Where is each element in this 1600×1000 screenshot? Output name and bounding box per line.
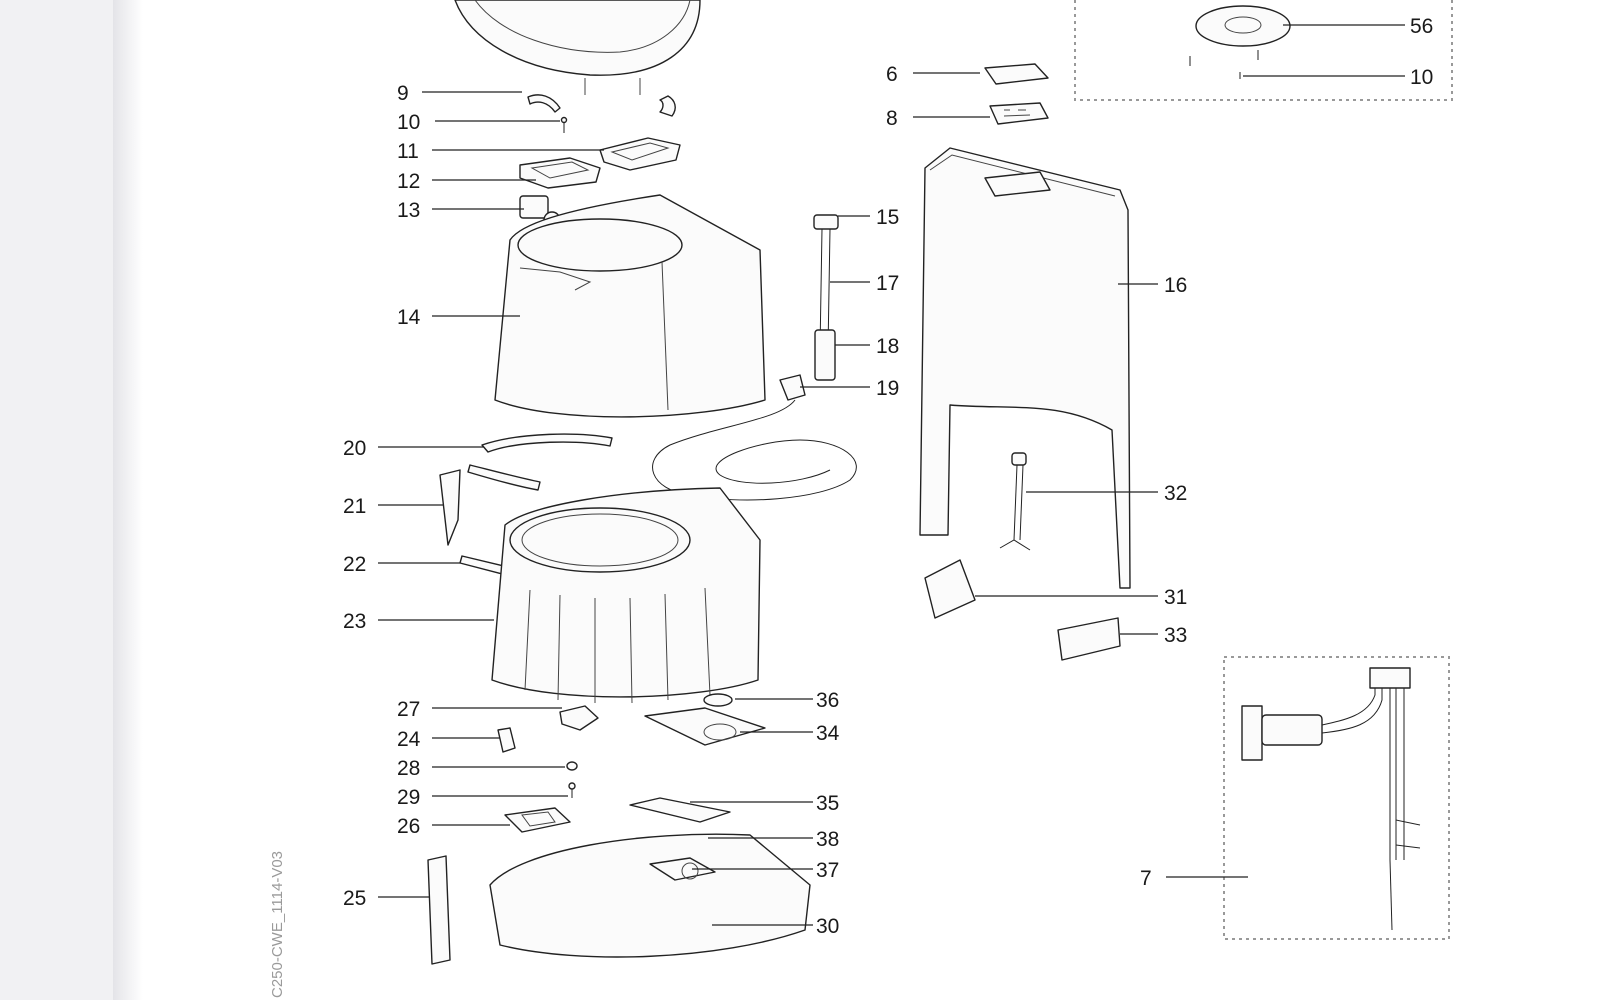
hinge-parts bbox=[527, 94, 676, 133]
callout-22: 22 bbox=[343, 553, 366, 576]
callout-15: 15 bbox=[876, 206, 899, 229]
callout-34: 34 bbox=[816, 722, 840, 745]
side-latch-part bbox=[439, 469, 461, 546]
callout-32: 32 bbox=[1164, 482, 1187, 505]
holding-tank-part bbox=[491, 487, 761, 704]
callout-8: 8 bbox=[886, 107, 898, 130]
callout-33: 33 bbox=[1164, 624, 1187, 647]
callout-20: 20 bbox=[343, 437, 366, 460]
callout-35: 35 bbox=[816, 792, 839, 815]
callout-19: 19 bbox=[876, 377, 899, 400]
callout-16: 16 bbox=[1164, 274, 1187, 297]
callout-21: 21 bbox=[343, 495, 366, 518]
page-gutter bbox=[0, 0, 113, 1000]
panel-clip-part bbox=[1057, 617, 1121, 661]
callout-9: 9 bbox=[397, 82, 409, 105]
cabinet-panel-part bbox=[919, 147, 1131, 589]
drain-lever-part bbox=[427, 855, 451, 965]
callout-56: 56 bbox=[1410, 15, 1433, 38]
callout-12: 12 bbox=[397, 170, 420, 193]
cover-plate-parts bbox=[644, 693, 766, 746]
callout-37: 37 bbox=[816, 859, 839, 882]
inset-top-parts bbox=[1189, 5, 1291, 79]
inset-box-top bbox=[1074, 0, 1453, 101]
callout-10: 10 bbox=[397, 111, 420, 134]
callout-31: 31 bbox=[1164, 586, 1187, 609]
callout-30: 30 bbox=[816, 915, 839, 938]
access-panel-parts bbox=[984, 63, 1049, 125]
base-tray-part bbox=[489, 797, 811, 958]
lid-brackets bbox=[519, 137, 681, 189]
callout-26: 26 bbox=[397, 815, 420, 838]
callout-11: 11 bbox=[397, 140, 419, 163]
callout-25: 25 bbox=[343, 887, 366, 910]
callout-7: 7 bbox=[1140, 867, 1152, 890]
callout-36: 36 bbox=[816, 689, 839, 712]
fill-pipe-part bbox=[999, 452, 1031, 551]
callout-13: 13 bbox=[397, 199, 420, 222]
callout-38: 38 bbox=[816, 828, 839, 851]
callout-29: 29 bbox=[397, 786, 420, 809]
flush-hose-assembly bbox=[652, 214, 857, 501]
callout-23: 23 bbox=[343, 610, 366, 633]
callout-28: 28 bbox=[397, 757, 420, 780]
callout-18: 18 bbox=[876, 335, 899, 358]
retaining-strap-part bbox=[467, 433, 613, 491]
callout-14: 14 bbox=[397, 306, 421, 329]
callout-6: 6 bbox=[886, 63, 898, 86]
leader-lines bbox=[378, 24, 1405, 926]
inset-box-bottom bbox=[1223, 656, 1450, 940]
tank-housing-part bbox=[494, 194, 766, 418]
callout-24: 24 bbox=[397, 728, 421, 751]
callout-17: 17 bbox=[876, 272, 899, 295]
panel-latch-part bbox=[924, 559, 976, 619]
seat-bowl-part bbox=[454, 0, 701, 95]
page-edge-shadow bbox=[113, 0, 143, 1000]
callout-numbers: 9 10 11 12 13 14 20 21 22 23 27 24 28 29… bbox=[343, 15, 1433, 938]
wiring-harness-part bbox=[1241, 667, 1421, 931]
callout-27: 27 bbox=[397, 698, 420, 721]
small-hardware-parts bbox=[497, 705, 599, 833]
drawing-code-label: C250-CWE_1114-V03 bbox=[269, 851, 286, 998]
callout-10-inset: 10 bbox=[1410, 66, 1433, 89]
